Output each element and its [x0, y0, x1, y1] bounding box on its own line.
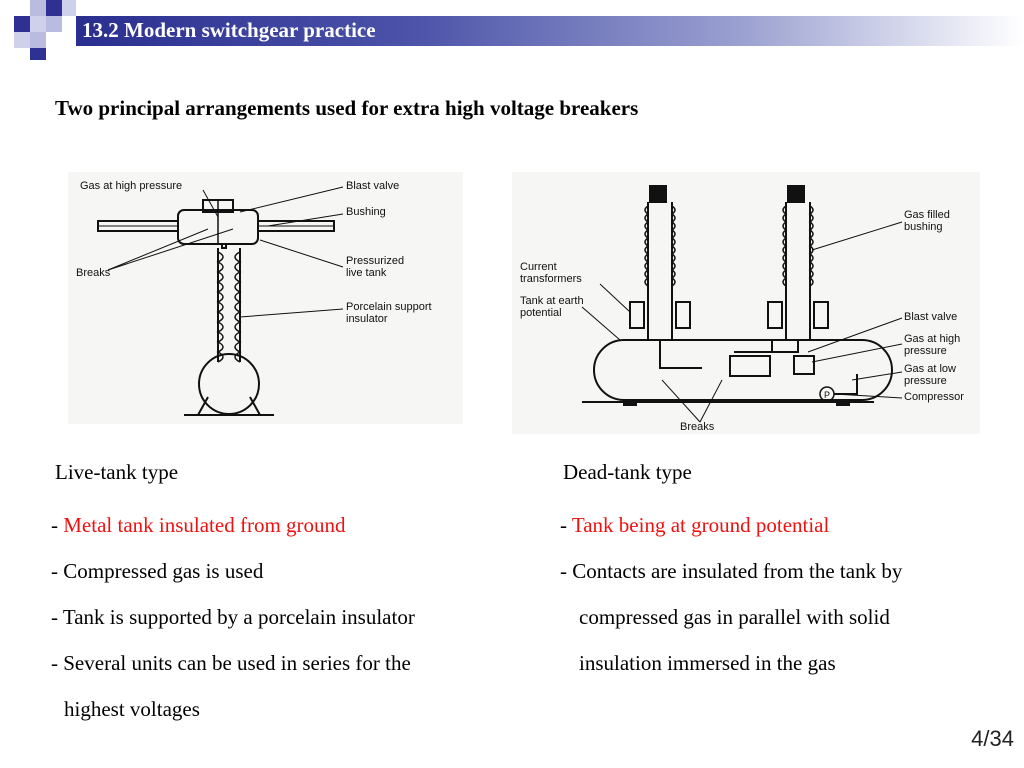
label-tank-at-earth: Tank at earth: [520, 295, 584, 307]
label-insulator: insulator: [346, 313, 388, 325]
live-tank-diagram: Gas at high pressure Blast valve Bushing…: [68, 172, 463, 424]
label-porcelain-support: Porcelain support: [346, 301, 432, 313]
label-breaks: Breaks: [680, 421, 715, 433]
label-gas-high-pressure: Gas at high pressure: [80, 180, 182, 192]
label-gas-filled: Gas filled: [904, 209, 950, 221]
live-tank-bullet: - Compressed gas is used: [51, 559, 264, 583]
dead-tank-bullet-continued: insulation immersed in the gas: [579, 651, 836, 675]
logo-square: [14, 16, 30, 32]
slide-heading: Two principal arrangements used for extr…: [55, 96, 639, 120]
label-gas-high: Gas at high: [904, 333, 960, 345]
logo-square: [46, 16, 62, 32]
logo-square: [14, 32, 30, 48]
live-tank-bullet-continued: highest voltages: [64, 697, 200, 721]
label-compressor: Compressor: [904, 391, 964, 403]
dead-tank-caption: Dead-tank type: [563, 460, 692, 484]
logo-square: [30, 48, 46, 60]
label-breaks: Breaks: [76, 267, 111, 279]
label-gas-low: Gas at low: [904, 363, 956, 375]
logo-square: [62, 0, 76, 16]
live-tank-bullet: - Tank is supported by a porcelain insul…: [51, 605, 415, 629]
label-current: Current: [520, 261, 557, 273]
label-potential: potential: [520, 307, 562, 319]
logo-square: [30, 0, 46, 16]
dead-tank-bullet-continued: compressed gas in parallel with solid: [579, 605, 890, 629]
dead-tank-bullet: - Contacts are insulated from the tank b…: [560, 559, 903, 583]
page-number: 4/34: [971, 726, 1014, 751]
title-bar: [76, 16, 1024, 46]
label-bushing: bushing: [904, 221, 943, 233]
slide-title: 13.2 Modern switchgear practice: [82, 18, 376, 42]
label-live-tank: live tank: [346, 267, 387, 279]
label-bushing: Bushing: [346, 206, 386, 218]
label-blast-valve: Blast valve: [904, 311, 957, 323]
label-low-pressure: pressure: [904, 375, 947, 387]
label-transformers: transformers: [520, 273, 582, 285]
dead-tank-diagram: Current transformers Tank at earth poten…: [512, 172, 980, 434]
live-tank-bullet: - Several units can be used in series fo…: [51, 651, 411, 675]
logo-square: [30, 16, 46, 32]
label-blast-valve: Blast valve: [346, 180, 399, 192]
logo-square: [30, 32, 46, 48]
live-tank-caption: Live-tank type: [55, 460, 179, 484]
logo-square: [46, 0, 62, 16]
label-pump: P: [824, 390, 830, 400]
dead-tank-bullet: - Tank being at ground potential: [560, 513, 830, 537]
live-tank-bullet: - Metal tank insulated from ground: [51, 513, 346, 537]
label-pressurized: Pressurized: [346, 255, 404, 267]
label-high-pressure: pressure: [904, 345, 947, 357]
